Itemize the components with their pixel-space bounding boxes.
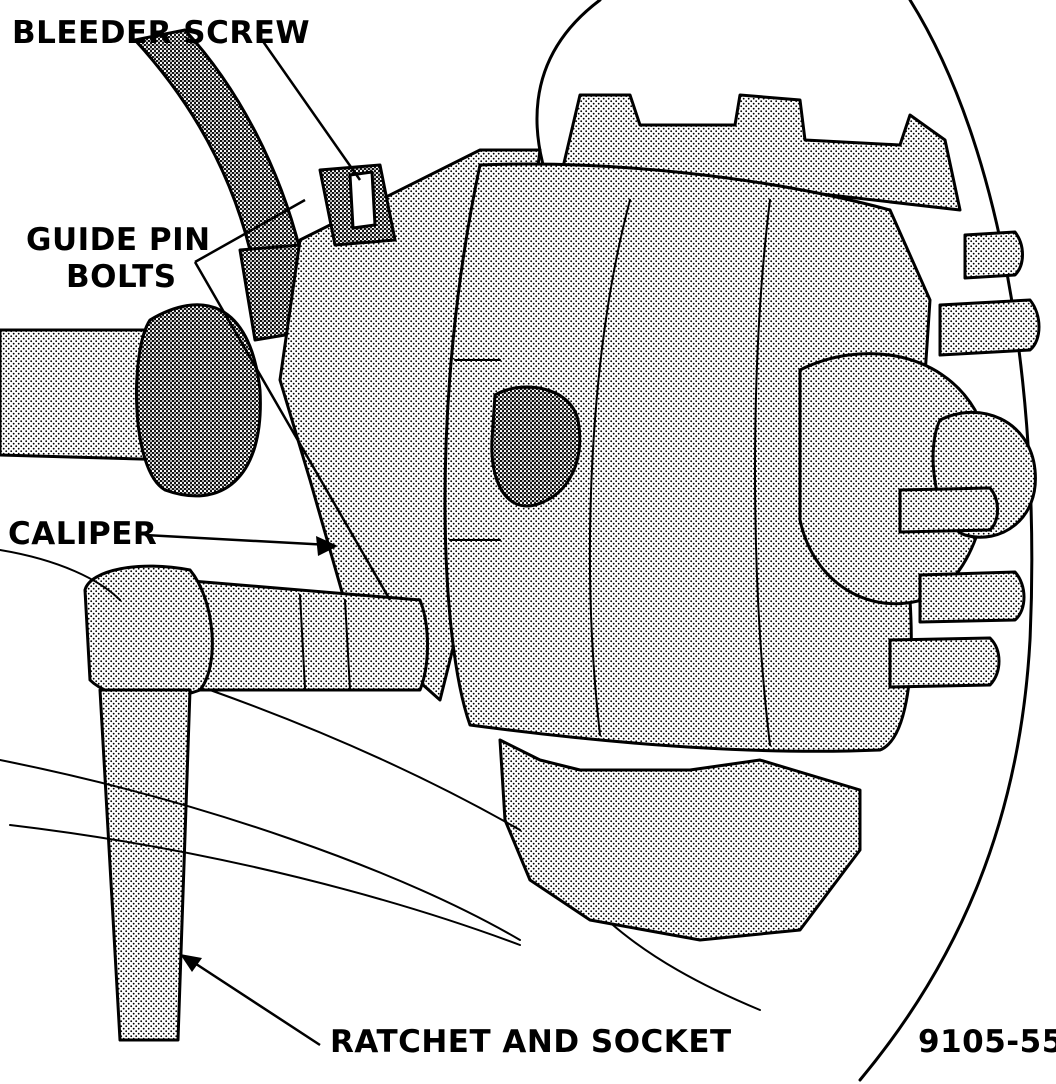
leader-caliper	[144, 533, 331, 547]
bleeder-screw	[318, 163, 397, 247]
wheel-stud-4	[918, 570, 1026, 624]
ratchet-and-socket-tool	[83, 564, 429, 1042]
wheel-stud-2	[938, 298, 1041, 357]
arrowhead-ratchet	[180, 954, 202, 972]
caliper-adapter	[498, 93, 962, 942]
arrowhead-caliper	[316, 536, 338, 556]
label-bleeder-screw: BLEEDER SCREW	[12, 15, 310, 51]
leader-guide-pin-upper	[194, 198, 306, 264]
label-caliper: CALIPER	[8, 516, 157, 552]
leader-ratchet	[189, 958, 321, 1047]
background-lines	[0, 549, 521, 946]
leader-lines	[144, 39, 392, 1047]
leader-bleeder-screw	[260, 39, 362, 181]
label-ratchet-and-socket: RATCHET AND SOCKET	[330, 1024, 732, 1060]
label-guide-pin-line1: GUIDE PIN	[26, 222, 211, 258]
label-guide-pin-line2: BOLTS	[66, 259, 177, 295]
figure-number: 9105-55	[918, 1024, 1056, 1060]
caliper-body	[443, 162, 932, 753]
wheel-hub	[798, 352, 1037, 606]
wheel-stud-1	[963, 230, 1024, 280]
axle-shaft	[0, 303, 262, 498]
leader-guide-pin-lower	[193, 261, 392, 601]
wheel-stud-5	[888, 636, 1001, 689]
wheel-stud-3	[898, 486, 999, 534]
